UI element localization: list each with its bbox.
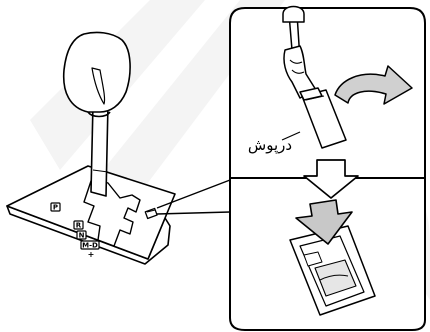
gear-label-plus: + — [88, 250, 95, 259]
screwdriver-cap — [283, 7, 304, 23]
gear-label-md: M-D — [82, 242, 98, 250]
cover-callout-label: درپوش — [248, 136, 292, 155]
gear-label-r: R — [76, 222, 82, 230]
gear-label-n: N — [79, 232, 85, 240]
gear-label-p: P — [53, 204, 58, 212]
lever-shaft — [91, 104, 108, 196]
